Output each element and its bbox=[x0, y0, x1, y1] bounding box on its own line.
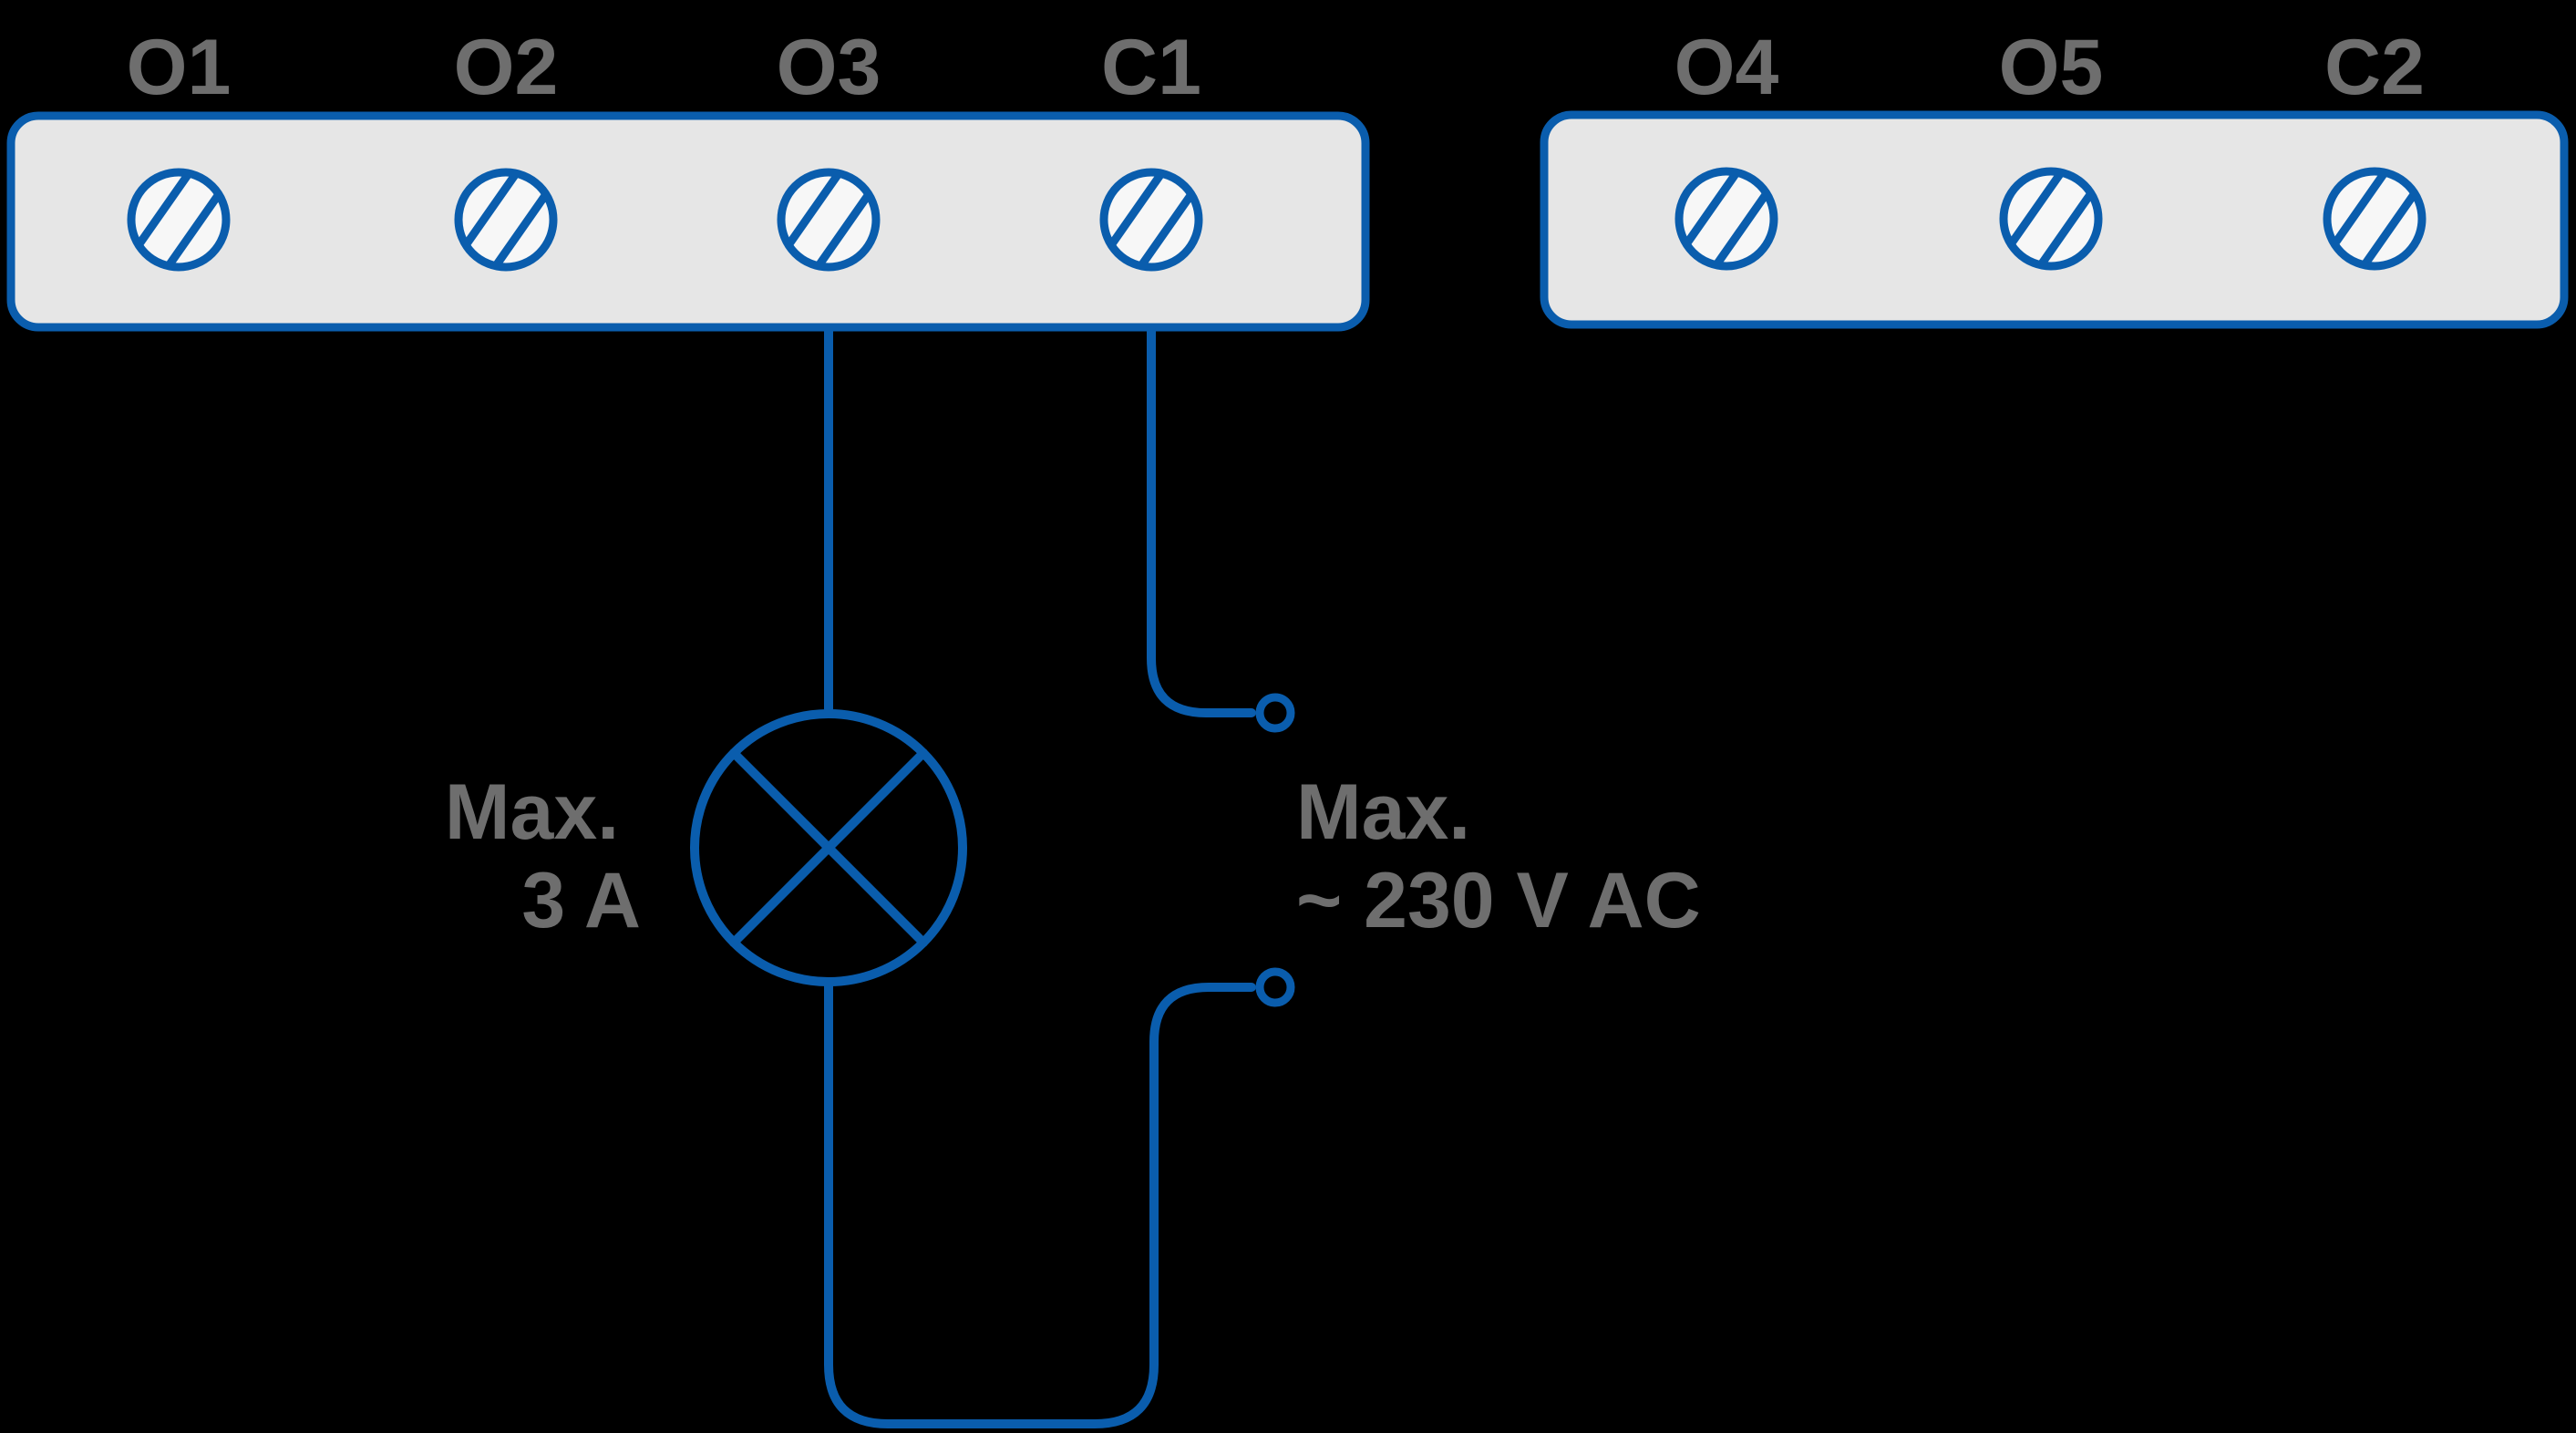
lamp-icon bbox=[690, 709, 967, 986]
terminal-label: O1 bbox=[127, 24, 232, 111]
terminal-o2: O2 bbox=[454, 24, 559, 283]
lamp-rating-label: Max. 3 A bbox=[445, 768, 641, 944]
supply-rating-label: Max. ~ 230 V AC bbox=[1296, 768, 1701, 944]
terminal-label: C2 bbox=[2324, 24, 2425, 111]
terminal-label: O4 bbox=[1674, 24, 1779, 111]
open-wire-terminal-icon bbox=[1255, 693, 1295, 733]
terminal-o4: O4 bbox=[1674, 24, 1779, 282]
terminal-block-left-body bbox=[6, 111, 1370, 332]
terminal-o3: O3 bbox=[777, 24, 881, 283]
supply-rating-line2: ~ 230 V AC bbox=[1296, 857, 1701, 944]
terminal-label: C1 bbox=[1101, 24, 1201, 111]
wire-lamp-to-supply bbox=[824, 977, 1256, 1428]
terminal-label: O3 bbox=[777, 24, 881, 111]
terminal-o1: O1 bbox=[127, 24, 232, 283]
supply-rating-line1: Max. bbox=[1296, 768, 1470, 856]
terminal-label: O2 bbox=[454, 24, 559, 111]
terminal-c2: C2 bbox=[2323, 24, 2426, 282]
terminal-label: O5 bbox=[1999, 24, 2104, 111]
open-wire-terminal-icon bbox=[1255, 967, 1295, 1007]
terminal-c1: C1 bbox=[1099, 24, 1202, 283]
terminal-o5: O5 bbox=[1999, 24, 2104, 282]
terminal-block-right: O4 O5 C2 bbox=[1540, 24, 2569, 329]
wire-c1-to-supply bbox=[1147, 326, 1256, 717]
terminal-block-left: O1 O2 O3 C1 bbox=[6, 24, 1370, 332]
lamp-rating-line2: 3 A bbox=[521, 857, 641, 944]
lamp-rating-line1: Max. bbox=[445, 768, 619, 856]
